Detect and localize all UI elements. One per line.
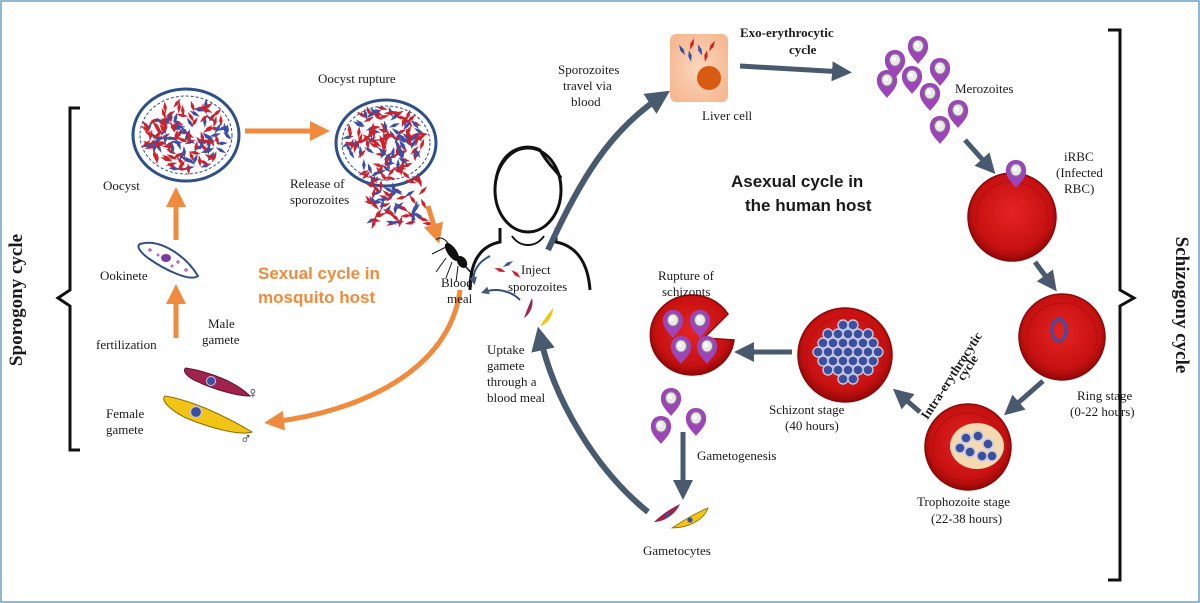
male-gamete-label-line1: Male bbox=[208, 316, 235, 331]
gametogenesis-label: Gametogenesis bbox=[697, 448, 776, 463]
arrow-human-to-liver bbox=[545, 90, 671, 252]
liver-cell-label: Liver cell bbox=[702, 108, 753, 123]
release-label-line1: Release of bbox=[290, 176, 345, 191]
arrow-trophozoite-to-schizont bbox=[892, 388, 922, 414]
female-gamete-label-line2: gamete bbox=[106, 422, 144, 437]
asexual-cycle-label-line1: Asexual cycle in bbox=[731, 172, 863, 191]
gametocytes-icon bbox=[654, 504, 709, 529]
sexual-cycle-label-line1: Sexual cycle in bbox=[258, 264, 380, 283]
mosquito-icon bbox=[431, 237, 475, 283]
arrow-liver-to-merozoites bbox=[739, 61, 852, 82]
trophozoite-label-line1: Trophozoite stage bbox=[917, 494, 1010, 509]
ring-stage-label-line1: Ring stage bbox=[1077, 388, 1132, 403]
sporozoites-travel-label-line1: Sporozoites bbox=[558, 62, 619, 77]
arrow-uptake-small bbox=[480, 286, 521, 301]
ring-stage-label-line2: (0-22 hours) bbox=[1070, 404, 1135, 419]
oocyst-rupture-label: Oocyst rupture bbox=[318, 71, 396, 86]
schizogony-bracket bbox=[1108, 28, 1138, 582]
release-label-line2: sporozoites bbox=[290, 192, 349, 207]
asexual-cycle-label-line2: the human host bbox=[745, 196, 872, 215]
oocyst-rupture-icon bbox=[334, 98, 438, 230]
trophozoite-label-line2: (22-38 hours) bbox=[931, 511, 1002, 526]
rupture-label-line2: schizonts bbox=[662, 284, 710, 299]
arrow-mosquito-to-gametes bbox=[264, 289, 463, 431]
exo-label-line1: Exo-erythrocytic bbox=[740, 25, 834, 40]
irbc-label-line1: iRBC bbox=[1064, 149, 1094, 164]
rupture-of-schizonts-icon bbox=[649, 294, 735, 376]
blood-meal-label-line2: meal bbox=[447, 291, 473, 306]
irbc-label-line3: RBC) bbox=[1064, 181, 1094, 196]
rupture-label-line1: Rupture of bbox=[658, 268, 715, 283]
uptake-label-line4: blood meal bbox=[487, 390, 546, 405]
sexual-cycle-label-line2: mosquito host bbox=[258, 288, 375, 307]
oocyst-icon bbox=[131, 87, 241, 183]
irbc-label-line2: (Infected bbox=[1056, 165, 1103, 180]
arrow-irbc-to-ring bbox=[1032, 260, 1057, 292]
oocyst-label: Oocyst bbox=[103, 178, 140, 193]
fertilization-label: fertilization bbox=[96, 337, 157, 352]
arrow-release-to-mosquito bbox=[423, 205, 444, 244]
uptake-label-line3: through a bbox=[487, 374, 537, 389]
liver-cell-icon bbox=[670, 34, 728, 102]
ring-stage-icon bbox=[1018, 293, 1106, 381]
inject-label-line2: sporozoites bbox=[508, 279, 567, 294]
ookinete-label: Ookinete bbox=[100, 268, 148, 283]
sporogony-bracket bbox=[55, 106, 80, 452]
ookinete-icon bbox=[137, 241, 200, 279]
male-gamete-icon bbox=[183, 367, 252, 397]
female-gamete-label-line1: Female bbox=[106, 406, 144, 421]
schizont-stage-icon bbox=[797, 307, 893, 403]
exo-label-line2: cycle bbox=[789, 42, 817, 57]
sporozoites-travel-label-line2: travel via bbox=[563, 78, 612, 93]
blood-meal-label-line1: Blood bbox=[441, 275, 473, 290]
injected-sporozoites-icon bbox=[494, 261, 521, 278]
arrow-gametocytes-to-human bbox=[531, 326, 650, 515]
inject-label-line1: Inject bbox=[521, 262, 551, 277]
arrow-inject bbox=[469, 255, 491, 286]
female-symbol: ♀ bbox=[247, 385, 259, 402]
female-gamete-icon bbox=[163, 395, 254, 434]
trophozoite-stage-icon bbox=[924, 403, 1012, 491]
arrow-ring-to-trophozoite bbox=[1003, 379, 1045, 416]
human-icon bbox=[468, 145, 592, 291]
schizont-label-line1: Schizont stage bbox=[769, 402, 845, 417]
male-symbol: ♂ bbox=[240, 431, 252, 448]
merozoites-label: Merozoites bbox=[955, 81, 1013, 96]
sporogony-cycle-label: Sporogony cycle bbox=[6, 234, 27, 366]
gametocytes-label: Gametocytes bbox=[643, 543, 711, 558]
male-gamete-label-line2: gamete bbox=[202, 332, 240, 347]
small-gametocytes-icon bbox=[524, 298, 553, 326]
irbc-icon bbox=[967, 159, 1057, 262]
schizogony-cycle-label: Schizogony cycle bbox=[1171, 237, 1192, 374]
uptake-label-line2: gamete bbox=[487, 358, 525, 373]
schizont-label-line2: (40 hours) bbox=[785, 418, 839, 433]
arrow-merozoites-to-irbc bbox=[963, 138, 996, 174]
sporozoites-travel-label-line3: blood bbox=[571, 94, 601, 109]
uptake-label-line1: Uptake bbox=[487, 342, 525, 357]
